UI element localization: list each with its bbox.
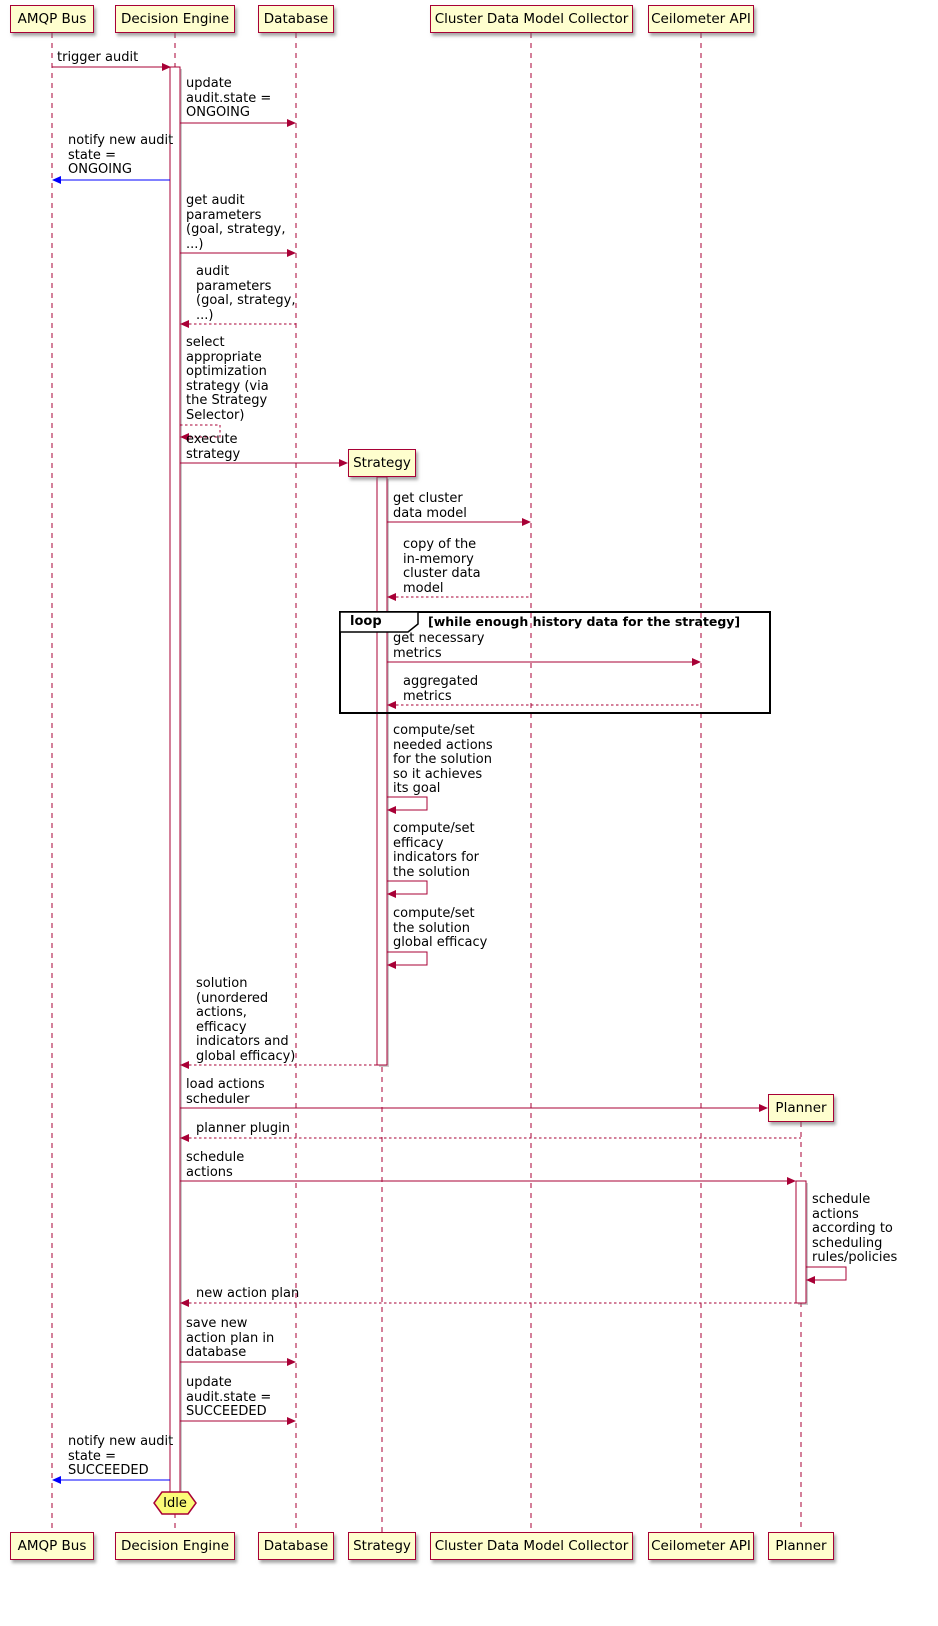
participant-created-planner: Planner bbox=[768, 1094, 834, 1122]
participant-top-amqp-bus: AMQP Bus bbox=[10, 5, 94, 33]
loop-tab bbox=[339, 611, 419, 633]
arrowhead-left-icon bbox=[180, 1061, 189, 1069]
arrow-compute-global-self bbox=[387, 951, 428, 966]
message-label-trigger-audit: trigger audit bbox=[57, 50, 139, 65]
loop-operator-label: loop bbox=[350, 614, 382, 629]
idle-state-label: Idle bbox=[163, 1495, 187, 1511]
arrowhead-right-icon bbox=[287, 119, 296, 127]
message-label-execute-strategy: execute strategy bbox=[186, 432, 241, 462]
arrowhead-right-icon bbox=[692, 658, 701, 666]
participant-bottom-strategy: Strategy bbox=[348, 1532, 416, 1560]
participant-top-ceilometer-api: Ceilometer API bbox=[648, 5, 754, 33]
message-label-update-ongoing: update audit.state = ONGOING bbox=[186, 76, 272, 120]
arrow-schedule-self bbox=[806, 1266, 847, 1281]
participant-bottom-cluster-data-model-collector: Cluster Data Model Collector bbox=[430, 1532, 633, 1560]
arrowhead-left-icon bbox=[180, 1134, 189, 1142]
message-label-compute-global: compute/set the solution global efficacy bbox=[393, 906, 488, 950]
participant-bottom-decision-engine: Decision Engine bbox=[115, 1532, 235, 1560]
activation-strategy bbox=[376, 476, 388, 1066]
message-label-audit-params: audit parameters (goal, strategy, ...) bbox=[196, 264, 296, 323]
arrowhead-right-icon bbox=[787, 1177, 796, 1185]
idle-hexagon bbox=[153, 1491, 197, 1515]
message-label-schedule-self: schedule actions according to scheduling… bbox=[812, 1192, 898, 1265]
message-label-new-action-plan: new action plan bbox=[196, 1286, 300, 1301]
arrowhead-right-icon bbox=[339, 459, 348, 467]
participant-bottom-ceilometer-api: Ceilometer API bbox=[648, 1532, 754, 1560]
participant-bottom-database: Database bbox=[258, 1532, 334, 1560]
message-label-get-cluster-dm: get cluster data model bbox=[393, 491, 467, 521]
arrowhead-left-icon bbox=[387, 593, 396, 601]
arrowhead-left-icon bbox=[387, 890, 396, 898]
arrowhead-right-icon bbox=[287, 1417, 296, 1425]
arrow-compute-actions-self bbox=[387, 796, 428, 811]
loop-frame bbox=[339, 611, 771, 714]
arrowhead-right-icon bbox=[162, 63, 171, 71]
arrowhead-right-icon bbox=[287, 249, 296, 257]
message-label-get-audit-params: get audit parameters (goal, strategy, ..… bbox=[186, 193, 286, 252]
message-label-compute-actions: compute/set needed actions for the solut… bbox=[393, 723, 493, 796]
arrowhead-left-icon bbox=[52, 1476, 61, 1484]
loop-condition-label: [while enough history data for the strat… bbox=[428, 614, 741, 629]
participant-bottom-planner: Planner bbox=[768, 1532, 834, 1560]
message-label-update-succeeded: update audit.state = SUCCEEDED bbox=[186, 1375, 272, 1419]
message-label-notify-ongoing: notify new audit state = ONGOING bbox=[68, 133, 174, 177]
arrow-compute-efficacy-self bbox=[387, 880, 428, 895]
arrowhead-left-icon bbox=[180, 1299, 189, 1307]
message-label-select-strategy: select appropriate optimization strategy… bbox=[186, 335, 269, 423]
message-label-copy-cluster-dm: copy of the in-memory cluster data model bbox=[403, 537, 481, 596]
arrow-select-strategy-self bbox=[180, 424, 221, 438]
message-label-aggregated-metrics: aggregated metrics bbox=[403, 674, 479, 704]
message-label-get-metrics: get necessary metrics bbox=[393, 631, 485, 661]
arrowhead-left-icon bbox=[387, 806, 396, 814]
message-label-load-scheduler: load actions scheduler bbox=[186, 1077, 265, 1107]
activation-decision-engine bbox=[169, 66, 181, 1493]
arrowhead-right-icon bbox=[522, 518, 531, 526]
participant-top-database: Database bbox=[258, 5, 334, 33]
arrowhead-right-icon bbox=[759, 1104, 768, 1112]
message-label-save-plan: save new action plan in database bbox=[186, 1316, 275, 1360]
arrowhead-left-icon bbox=[180, 433, 189, 441]
participant-top-cluster-data-model-collector: Cluster Data Model Collector bbox=[430, 5, 633, 33]
message-label-solution: solution (unordered actions, efficacy in… bbox=[196, 976, 296, 1064]
participant-top-decision-engine: Decision Engine bbox=[115, 5, 235, 33]
arrowhead-right-icon bbox=[287, 1358, 296, 1366]
arrowhead-left-icon bbox=[180, 320, 189, 328]
participant-bottom-amqp-bus: AMQP Bus bbox=[10, 1532, 94, 1560]
message-label-compute-efficacy: compute/set efficacy indicators for the … bbox=[393, 821, 480, 880]
arrowhead-left-icon bbox=[806, 1276, 815, 1284]
message-label-planner-plugin: planner plugin bbox=[196, 1121, 290, 1136]
message-label-schedule-actions: schedule actions bbox=[186, 1150, 245, 1180]
activation-planner bbox=[795, 1180, 807, 1304]
arrowhead-left-icon bbox=[52, 176, 61, 184]
arrowhead-left-icon bbox=[387, 701, 396, 709]
participant-created-strategy: Strategy bbox=[348, 449, 416, 477]
arrowhead-left-icon bbox=[387, 961, 396, 969]
message-label-notify-succeeded: notify new audit state = SUCCEEDED bbox=[68, 1434, 174, 1478]
